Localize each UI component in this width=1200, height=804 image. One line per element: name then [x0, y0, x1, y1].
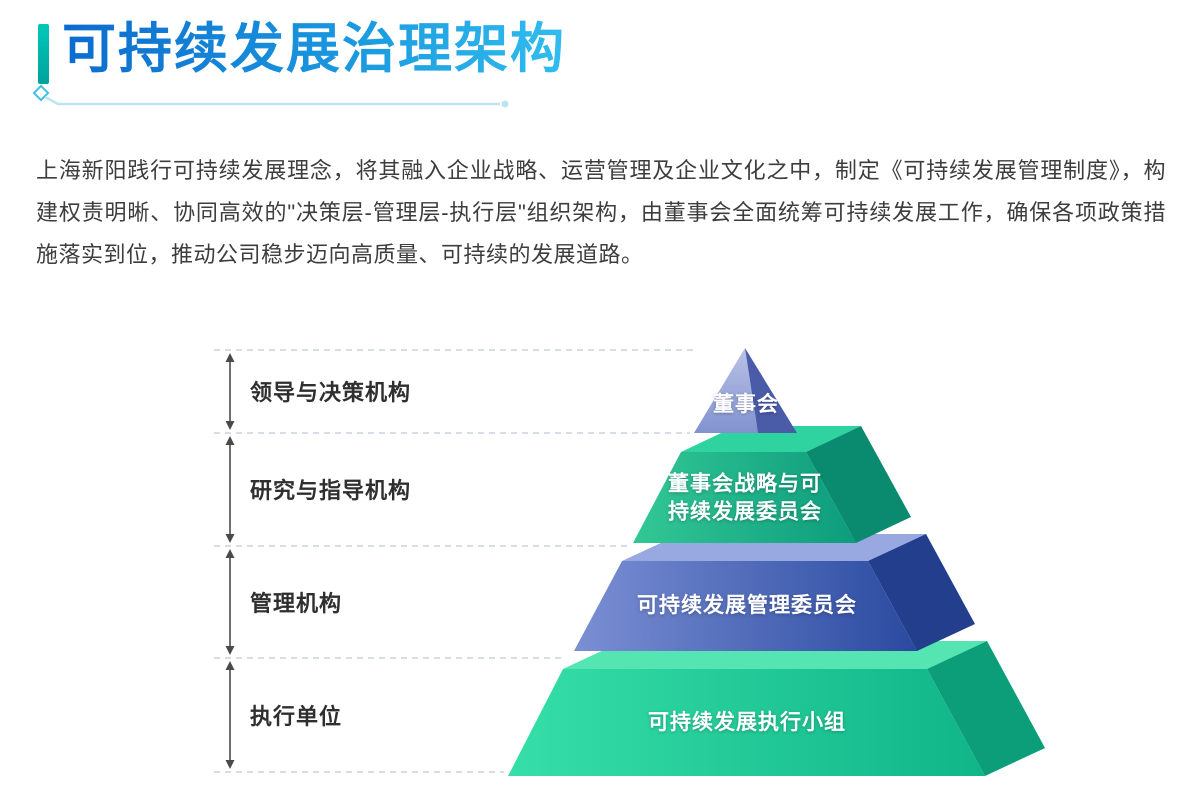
- pyramid-label-board: 董事会: [713, 393, 779, 417]
- pyramid-level-4-front-face: [508, 669, 985, 776]
- circuit-line: [44, 95, 500, 106]
- title-accent-bar: [38, 24, 49, 84]
- category-label-management: 管理机构: [250, 591, 343, 616]
- page-title: 可持续发展治理架构: [62, 16, 566, 82]
- pyramid-level-1-right-face: [745, 348, 797, 433]
- pyramid-level-1-left-face: [694, 348, 758, 433]
- pyramid-level-2: [633, 426, 911, 543]
- pyramid-level-3-side-face: [868, 534, 975, 651]
- pyramid-label-strategy-committee: 董事会战略与可持续发展委员会: [668, 472, 822, 523]
- end-node-icon: [501, 100, 509, 108]
- pyramid-level-4-side-face: [927, 641, 1045, 776]
- pyramid-level-2-front-face: [633, 452, 856, 543]
- pyramid-level-1: [694, 348, 797, 433]
- pyramid-label-management-committee: 可持续发展管理委员会: [637, 594, 857, 618]
- category-label-execution: 执行单位: [250, 704, 343, 729]
- diamond-node-icon: [32, 84, 50, 102]
- category-label-research: 研究与指导机构: [250, 478, 412, 503]
- intro-paragraph: 上海新阳践行可持续发展理念，将其融入企业战略、运营管理及企业文化之中，制定《可持…: [36, 158, 1166, 267]
- title-decoration: [32, 84, 509, 108]
- separator-lines: [214, 349, 696, 773]
- pyramid-level-3-front-face: [574, 561, 917, 651]
- pyramid-level-2-side-face: [806, 426, 911, 543]
- category-label-leadership: 领导与决策机构: [250, 380, 412, 405]
- pyramid-label-execution-team: 可持续发展执行小组: [648, 711, 846, 735]
